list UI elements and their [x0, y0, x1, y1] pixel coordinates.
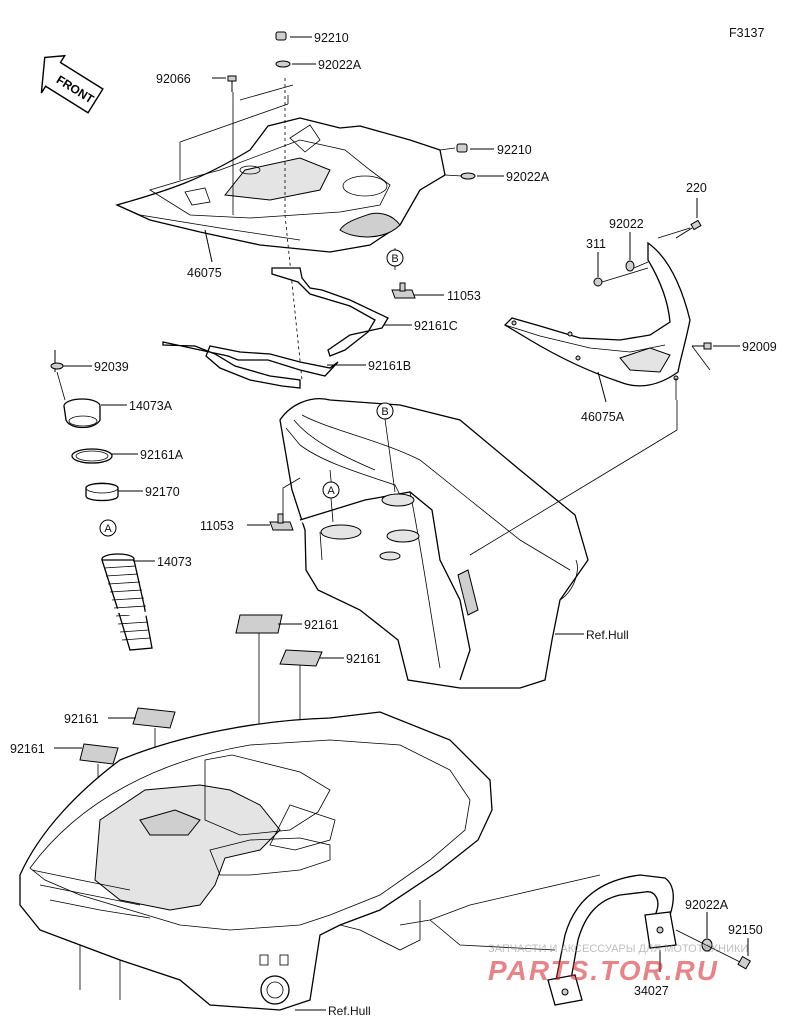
washer-92022A-mid-icon: [460, 172, 476, 180]
watermark-line1: ЗАПЧАСТИ И АКСЕССУАРЫ ДЛЯ МОТОТЕХНИКИ: [488, 943, 748, 955]
gasket-92161B: [162, 341, 339, 389]
label-92161B: 92161B: [368, 359, 411, 373]
screw-92009-icon: [692, 342, 712, 350]
svg-text:B: B: [381, 406, 388, 418]
figure-code: F3137: [729, 26, 764, 40]
clip-11053-top-icon: [391, 282, 416, 299]
washer-92022A-top-icon: [275, 60, 291, 68]
label-92066: 92066: [156, 72, 191, 86]
washer-92022-icon: [625, 260, 635, 272]
screw-92066-icon: [227, 75, 237, 92]
label-46075: 46075: [187, 266, 222, 280]
ref-hull-mid: Ref.Hull: [586, 628, 629, 642]
label-92161A: 92161A: [140, 448, 184, 462]
clamp-92170: [85, 482, 119, 502]
label-46075A: 46075A: [581, 410, 625, 424]
pad-92161-1: [235, 614, 283, 634]
nut-311-icon: [593, 277, 603, 287]
washer-92022A-bottom-icon: [701, 938, 713, 952]
label-14073A: 14073A: [129, 399, 173, 413]
nut-92150-icon: [737, 955, 752, 970]
label-92161-1: 92161: [304, 618, 339, 632]
front-arrow-icon: FRONT: [40, 54, 104, 114]
hull-mid-assembly: [279, 398, 589, 689]
bolt-92210-mid-icon: [456, 143, 468, 153]
pad-92161-3: [132, 707, 176, 729]
callout-a-left: A: [99, 519, 117, 537]
hull-bottom-assembly: [19, 711, 601, 1011]
breather-92039-icon: [50, 350, 64, 372]
label-92161C: 92161C: [414, 319, 458, 333]
svg-text:A: A: [327, 485, 335, 497]
label-92150: 92150: [728, 923, 763, 937]
pad-92161-2: [279, 649, 323, 667]
gasket-92161C: [271, 267, 389, 357]
label-92161-3: 92161: [64, 712, 99, 726]
clip-11053-mid-icon: [269, 513, 294, 531]
watermark-line2: PARTS.TOR.RU: [488, 955, 719, 986]
callout-a-mid: A: [322, 481, 340, 499]
label-11053-b: 11053: [447, 289, 481, 303]
svg-text:A: A: [104, 523, 112, 535]
label-92039: 92039: [94, 360, 129, 374]
hose-14073: [101, 553, 153, 651]
grab-handle-34027: [547, 874, 677, 1006]
label-92210-top: 92210: [314, 31, 349, 45]
watermark-logo: ЗАПЧАСТИ И АКСЕССУАРЫ ДЛЯ МОТОТЕХНИКИ PA…: [488, 943, 748, 986]
label-92022A-top: 92022A: [318, 58, 362, 72]
label-311: 311: [586, 237, 606, 251]
pad-92161-4: [79, 743, 119, 765]
callout-b-mid: B: [376, 402, 394, 420]
label-14073: 14073: [157, 555, 192, 569]
gasket-92161A: [71, 448, 113, 464]
part-46075A: [503, 241, 691, 387]
ref-hull-bottom: Ref.Hull: [328, 1004, 371, 1018]
svg-text:B: B: [391, 253, 398, 265]
filler-neck-14073A: [63, 398, 101, 429]
label-92170: 92170: [145, 485, 180, 499]
label-92161-2: 92161: [346, 652, 381, 666]
label-92022A-mid: 92022A: [506, 170, 550, 184]
label-34027: 34027: [634, 984, 669, 998]
callout-b-top: B: [386, 249, 404, 267]
label-92022A-bottom: 92022A: [685, 898, 729, 912]
label-220: 220: [686, 181, 707, 195]
screw-220-icon: [675, 219, 702, 239]
label-92210-mid: 92210: [497, 143, 532, 157]
label-92161-4: 92161: [10, 742, 45, 756]
label-92022: 92022: [609, 217, 644, 231]
bolt-92210-top-icon: [275, 31, 287, 41]
label-92009: 92009: [742, 340, 777, 354]
part-46075: [115, 117, 446, 253]
label-11053-a: 11053: [200, 519, 234, 533]
